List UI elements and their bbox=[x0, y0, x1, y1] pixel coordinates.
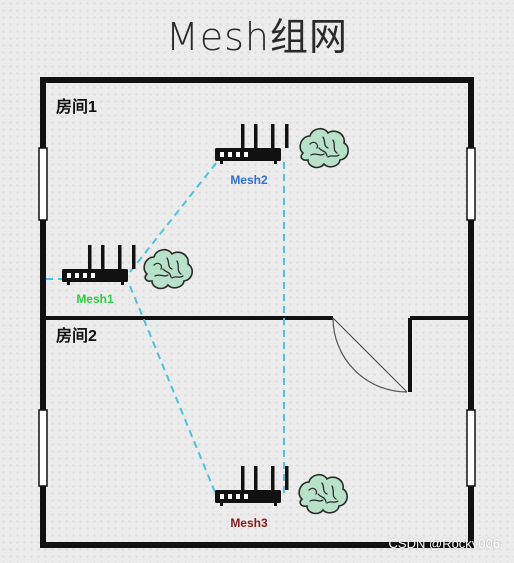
watermark: CSDN @Rocky006 bbox=[388, 536, 500, 551]
router-icon bbox=[62, 245, 136, 285]
brain-icon bbox=[298, 473, 349, 515]
mesh2-node: Mesh2 bbox=[215, 124, 350, 187]
router-icon bbox=[215, 124, 289, 164]
window-icon bbox=[38, 147, 476, 487]
brain-icon bbox=[299, 127, 350, 169]
door-icon bbox=[332, 317, 408, 393]
router-icon bbox=[215, 466, 289, 506]
router-label-mesh3: Mesh3 bbox=[230, 516, 268, 530]
mesh-links bbox=[46, 161, 285, 498]
router-label-mesh1: Mesh1 bbox=[76, 292, 114, 306]
brain-icon bbox=[143, 248, 194, 290]
mesh1-node: Mesh1 bbox=[62, 245, 194, 306]
link-mesh1-mesh3 bbox=[129, 285, 218, 498]
room-label-2: 房间2 bbox=[56, 326, 97, 345]
mesh3-node: Mesh3 bbox=[215, 466, 349, 530]
router-label-mesh2: Mesh2 bbox=[230, 173, 268, 187]
room-label-1: 房间1 bbox=[56, 97, 97, 116]
diagram-title: Mesh组网 bbox=[165, 15, 349, 59]
outer-walls bbox=[40, 77, 474, 548]
